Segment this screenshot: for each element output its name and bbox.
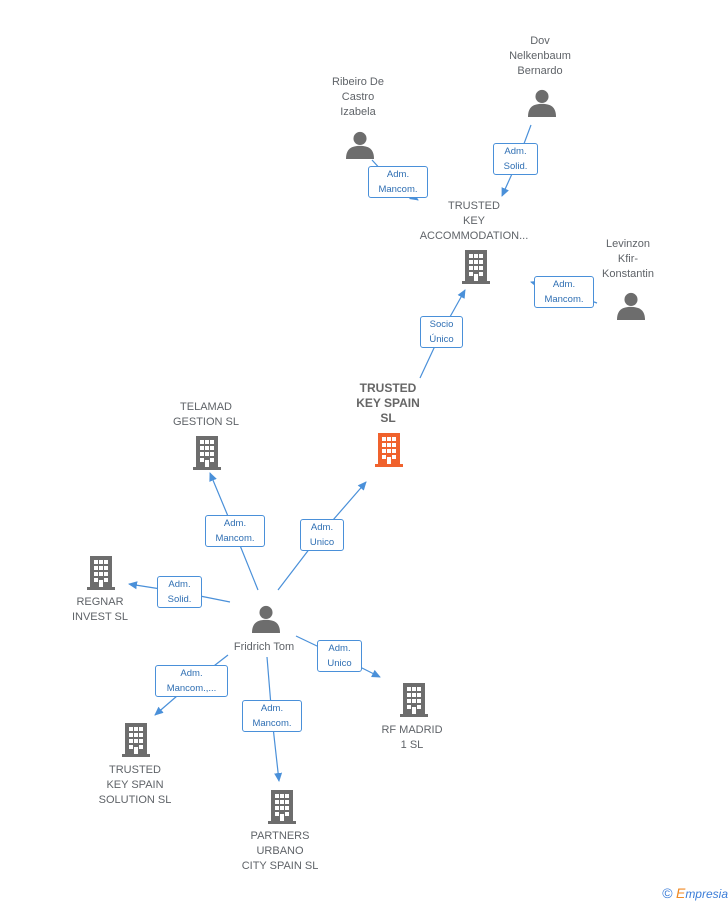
edge-label-tom-rf[interactable]: Adm. Unico — [317, 640, 362, 672]
edge-label-tom-partners[interactable]: Adm. Mancom. — [242, 700, 302, 732]
node-label-dov[interactable]: Dov Nelkenbaum Bernardo — [509, 35, 571, 77]
dov-person-icon[interactable] — [528, 89, 556, 117]
edge-label-ribeiro-accom[interactable]: Adm. Mancom. — [368, 166, 428, 198]
node-label-levinzon[interactable]: Levinzon Kfir- Konstantin — [602, 238, 654, 280]
partners-building-icon[interactable] — [268, 790, 296, 824]
edge-label-tom-solution[interactable]: Adm. Mancom.,... — [155, 665, 228, 697]
edge-label-tom-tks[interactable]: Adm. Unico — [300, 519, 344, 551]
node-label-trusted-accom[interactable]: TRUSTED KEY ACCOMMODATION... — [419, 200, 529, 242]
edge-label-dov-accom[interactable]: Adm. Solid. — [493, 143, 538, 175]
brand-initial: E — [675, 885, 686, 901]
trusted-accom-building-icon[interactable] — [462, 250, 490, 284]
ribeiro-person-icon[interactable] — [346, 131, 374, 159]
edge-label-tks-accom[interactable]: Socio Único — [420, 316, 463, 348]
levinzon-person-icon[interactable] — [617, 292, 645, 320]
node-label-rf-madrid[interactable]: RF MADRID 1 SL — [381, 724, 443, 751]
edge-label-tom-regnar[interactable]: Adm. Solid. — [157, 576, 202, 608]
edge-label-levinzon-accom[interactable]: Adm. Mancom. — [534, 276, 594, 308]
node-label-trusted-solution[interactable]: TRUSTED KEY SPAIN SOLUTION SL — [98, 764, 172, 806]
node-label-regnar[interactable]: REGNAR INVEST SL — [71, 596, 129, 623]
brand-name: mpresia — [685, 887, 728, 901]
node-label-telamad[interactable]: TELAMAD GESTION SL — [172, 401, 240, 428]
node-label-partners[interactable]: PARTNERS URBANO CITY SPAIN SL — [241, 830, 319, 872]
trusted-key-spain-building-icon[interactable] — [375, 433, 403, 467]
edge-label-tom-telamad[interactable]: Adm. Mancom. — [205, 515, 265, 547]
node-label-fridrich[interactable]: Fridrich Tom — [233, 641, 295, 653]
trusted-solution-building-icon[interactable] — [122, 723, 150, 757]
fridrich-person-icon[interactable] — [252, 605, 280, 633]
telamad-building-icon[interactable] — [193, 436, 221, 470]
rf-madrid-building-icon[interactable] — [400, 683, 428, 717]
node-label-trusted-key-spain[interactable]: TRUSTED KEY SPAIN SL — [356, 381, 420, 425]
node-label-ribeiro[interactable]: Ribeiro De Castro Izabela — [332, 76, 384, 118]
regnar-building-icon[interactable] — [87, 556, 115, 590]
empresia-watermark: © Empresia — [662, 885, 728, 901]
copyright-icon: © — [662, 885, 673, 901]
